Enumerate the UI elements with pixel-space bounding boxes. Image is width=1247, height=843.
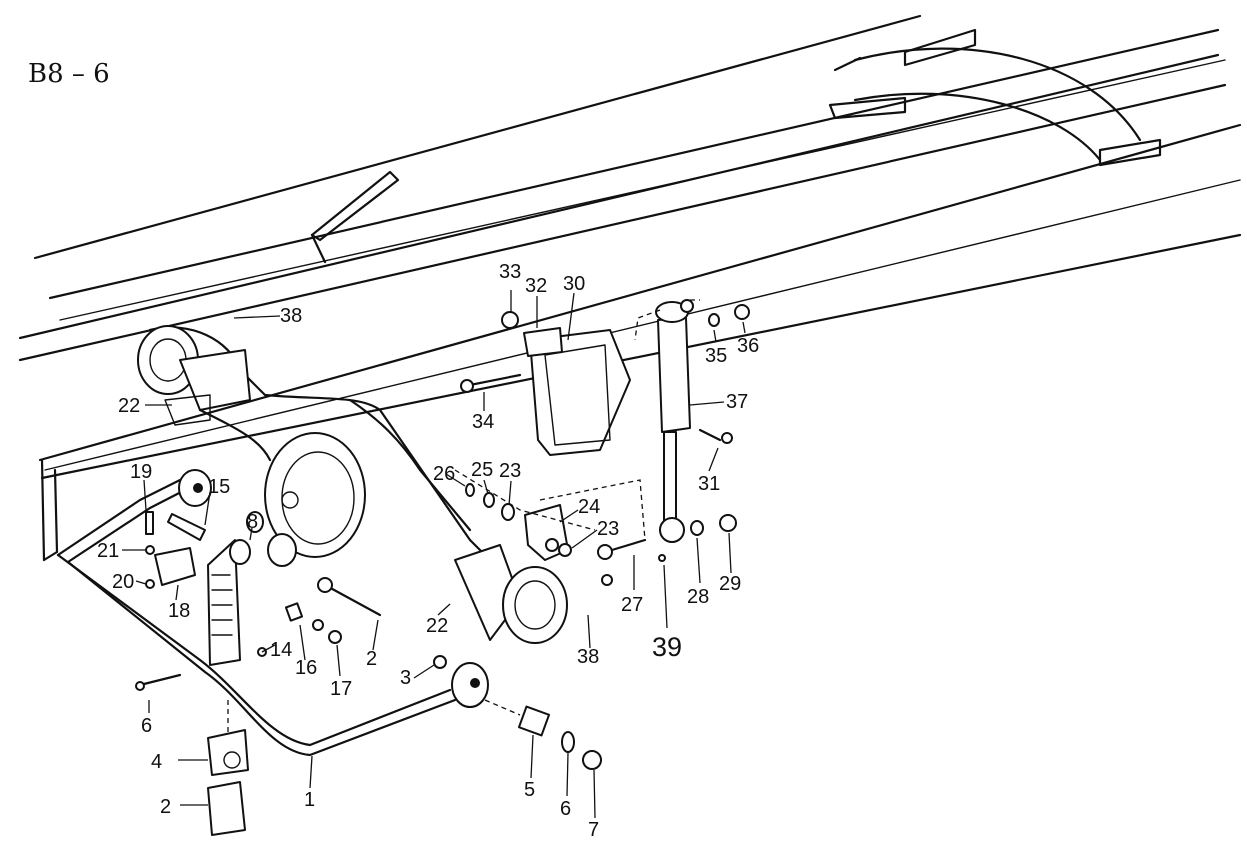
callout-19: 19 [130, 461, 152, 483]
callout-22-right: 22 [426, 615, 448, 637]
bolts-left [135, 577, 447, 691]
shock-absorber [634, 299, 750, 543]
rear-axle-assembly [137, 325, 568, 644]
callout-6-left: 6 [141, 715, 152, 737]
callout-5: 5 [524, 779, 535, 801]
callout-32: 32 [525, 275, 547, 297]
callout-20: 20 [112, 571, 134, 593]
callout-31: 31 [698, 473, 720, 495]
callout-23-upper: 23 [499, 460, 521, 482]
callout-34: 34 [472, 411, 494, 433]
callout-7: 7 [588, 819, 599, 841]
callout-labels: 38 22 19 15 21 20 18 8 14 16 17 2 6 4 2 … [97, 261, 759, 841]
callout-2-strap: 2 [160, 796, 171, 818]
callout-37: 37 [726, 391, 748, 413]
leader-lines [122, 290, 746, 819]
callout-17: 17 [330, 678, 352, 700]
callout-28: 28 [687, 586, 709, 608]
callout-18: 18 [168, 600, 190, 622]
callout-33: 33 [499, 261, 521, 283]
callout-24: 24 [578, 496, 600, 518]
callout-2-bolt: 2 [366, 648, 377, 670]
page-code: B8 – 6 [28, 59, 110, 89]
callout-22-left: 22 [118, 395, 140, 417]
callout-3: 3 [400, 667, 411, 689]
callout-8: 8 [247, 511, 258, 533]
lower-shock-mount [454, 469, 666, 586]
callout-15: 15 [208, 476, 230, 498]
upper-bracket [460, 311, 631, 456]
callout-14: 14 [270, 639, 292, 661]
stabilizer-bar [56, 469, 489, 757]
frame-rails [18, 14, 1242, 562]
callout-30: 30 [563, 273, 585, 295]
callout-27: 27 [621, 594, 643, 616]
callout-38-upper: 38 [280, 305, 302, 327]
callout-26: 26 [433, 463, 455, 485]
callout-6-right: 6 [560, 798, 571, 820]
cross-member [310, 28, 1162, 264]
callout-25: 25 [471, 459, 493, 481]
callout-35: 35 [705, 345, 727, 367]
callout-4: 4 [151, 751, 162, 773]
bolts-right [484, 699, 602, 770]
callout-29: 29 [719, 573, 741, 595]
stabilizer-link [145, 511, 297, 666]
bush-bracket [207, 700, 249, 836]
callout-38-lower: 38 [577, 646, 599, 668]
callout-1: 1 [304, 789, 315, 811]
callout-36: 36 [737, 335, 759, 357]
callout-21: 21 [97, 540, 119, 562]
callout-23-lower: 23 [597, 518, 619, 540]
callout-16: 16 [295, 657, 317, 679]
callout-39: 39 [652, 632, 682, 662]
